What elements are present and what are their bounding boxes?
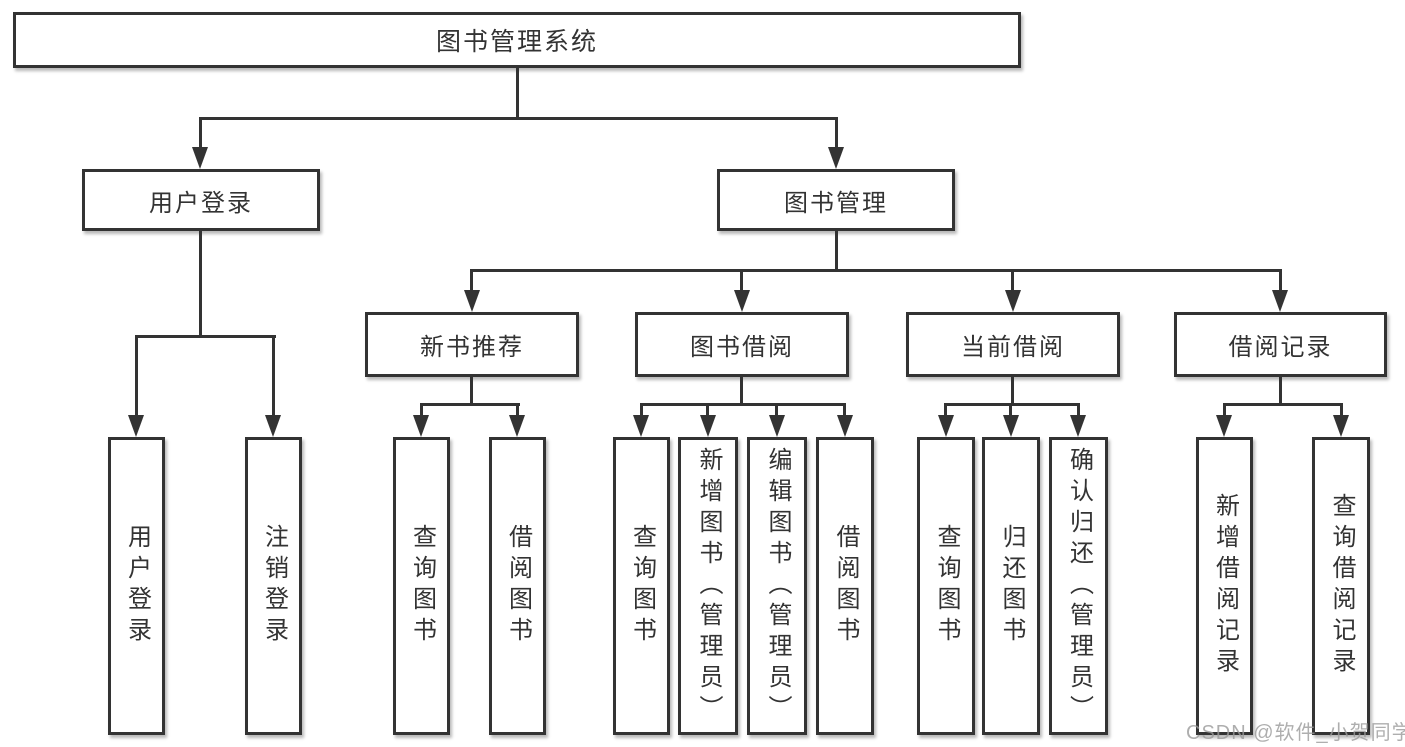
connector-line [470,269,1282,272]
connector-line [420,403,520,406]
connector-arrowhead [1070,415,1086,437]
connector-line [835,117,838,149]
node-book-management: 图书管理 [717,169,955,231]
connector-line [1223,403,1343,406]
node-label: 用户登录 [123,524,151,648]
connector-arrowhead [828,147,844,169]
node-label: 图书管理 [784,189,888,217]
node-label: 新增图书（管理员） [695,446,722,726]
connector-line [944,403,1080,406]
connector-line [1011,269,1014,292]
node-label: 查询图书 [933,524,960,648]
connector-line [135,335,138,415]
node-label: 当前借阅 [961,334,1065,361]
node-root: 图书管理系统 [13,12,1021,68]
connector-line [470,377,473,405]
connector-line [199,117,202,149]
node-new-book-recommend: 新书推荐 [365,312,579,377]
connector-arrowhead [265,415,281,437]
connector-line [199,231,202,335]
leaf-query-books-current: 查询图书 [917,437,975,735]
watermark-text: CSDN @软件_小贺同学 [1186,722,1405,744]
leaf-edit-books-admin: 编辑图书（管理员） [747,437,807,735]
node-label: 查询借阅记录 [1328,493,1355,679]
connector-line [420,403,423,417]
leaf-confirm-return-admin: 确认归还（管理员） [1049,437,1108,735]
connector-arrowhead [1005,290,1021,312]
connector-line [944,403,947,417]
connector-line [199,117,838,120]
connector-line [1279,377,1282,405]
connector-line [1011,377,1014,405]
connector-line [1340,403,1343,417]
connector-arrowhead [769,415,785,437]
leaf-user-login: 用户登录 [108,437,165,735]
connector-line [1077,403,1080,417]
node-label: 借阅记录 [1228,334,1333,361]
connector-line [706,403,709,417]
leaf-borrow-books: 借阅图书 [816,437,874,735]
node-user-login: 用户登录 [82,169,320,231]
connector-line [843,403,846,417]
connector-arrowhead [1272,290,1288,312]
leaf-borrow-books-recommend: 借阅图书 [489,437,546,735]
node-book-borrow: 图书借阅 [635,312,849,377]
node-label: 用户登录 [149,189,253,217]
node-label: 借阅图书 [832,524,859,648]
connector-line [135,335,276,338]
connector-line [272,335,275,415]
connector-arrowhead [633,415,649,437]
connector-arrowhead [128,415,144,437]
connector-arrowhead [509,415,525,437]
connector-line [1223,403,1226,417]
connector-arrowhead [1003,415,1019,437]
connector-line [775,403,778,417]
leaf-add-borrow-record: 新增借阅记录 [1196,437,1253,735]
leaf-query-books-recommend: 查询图书 [393,437,450,735]
node-label: 新书推荐 [420,334,524,361]
connector-line [640,403,643,417]
node-label: 注销登录 [260,524,288,648]
node-borrow-records: 借阅记录 [1174,312,1387,377]
connector-arrowhead [413,415,429,437]
connector-arrowhead [464,290,480,312]
node-label: 新增借阅记录 [1211,493,1239,679]
connector-line [835,231,838,272]
connector-line [640,403,846,406]
connector-arrowhead [938,415,954,437]
connector-line [740,269,743,292]
node-label: 查询图书 [628,524,656,648]
connector-arrowhead [1333,415,1349,437]
node-label: 借阅图书 [504,524,532,648]
leaf-logout: 注销登录 [245,437,302,735]
connector-line [1279,269,1282,292]
node-label: 图书管理系统 [435,28,598,56]
connector-arrowhead [734,290,750,312]
node-current-borrow: 当前借阅 [906,312,1120,377]
node-label: 编辑图书（管理员） [764,446,791,726]
leaf-return-books: 归还图书 [982,437,1040,735]
connector-arrowhead [1216,415,1232,437]
connector-arrowhead [700,415,716,437]
connector-line [740,377,743,405]
connector-arrowhead [837,415,853,437]
connector-line [516,68,519,120]
node-label: 查询图书 [408,524,436,648]
connector-line [1009,403,1012,417]
connector-arrowhead [192,147,208,169]
node-label: 确认归还（管理员） [1065,446,1093,726]
connector-line [516,403,519,417]
leaf-add-books-admin: 新增图书（管理员） [678,437,738,735]
leaf-query-borrow-record: 查询借阅记录 [1312,437,1370,735]
node-label: 归还图书 [998,524,1025,648]
connector-line [470,269,473,292]
leaf-query-books-borrow: 查询图书 [613,437,670,735]
node-label: 图书借阅 [690,334,794,361]
